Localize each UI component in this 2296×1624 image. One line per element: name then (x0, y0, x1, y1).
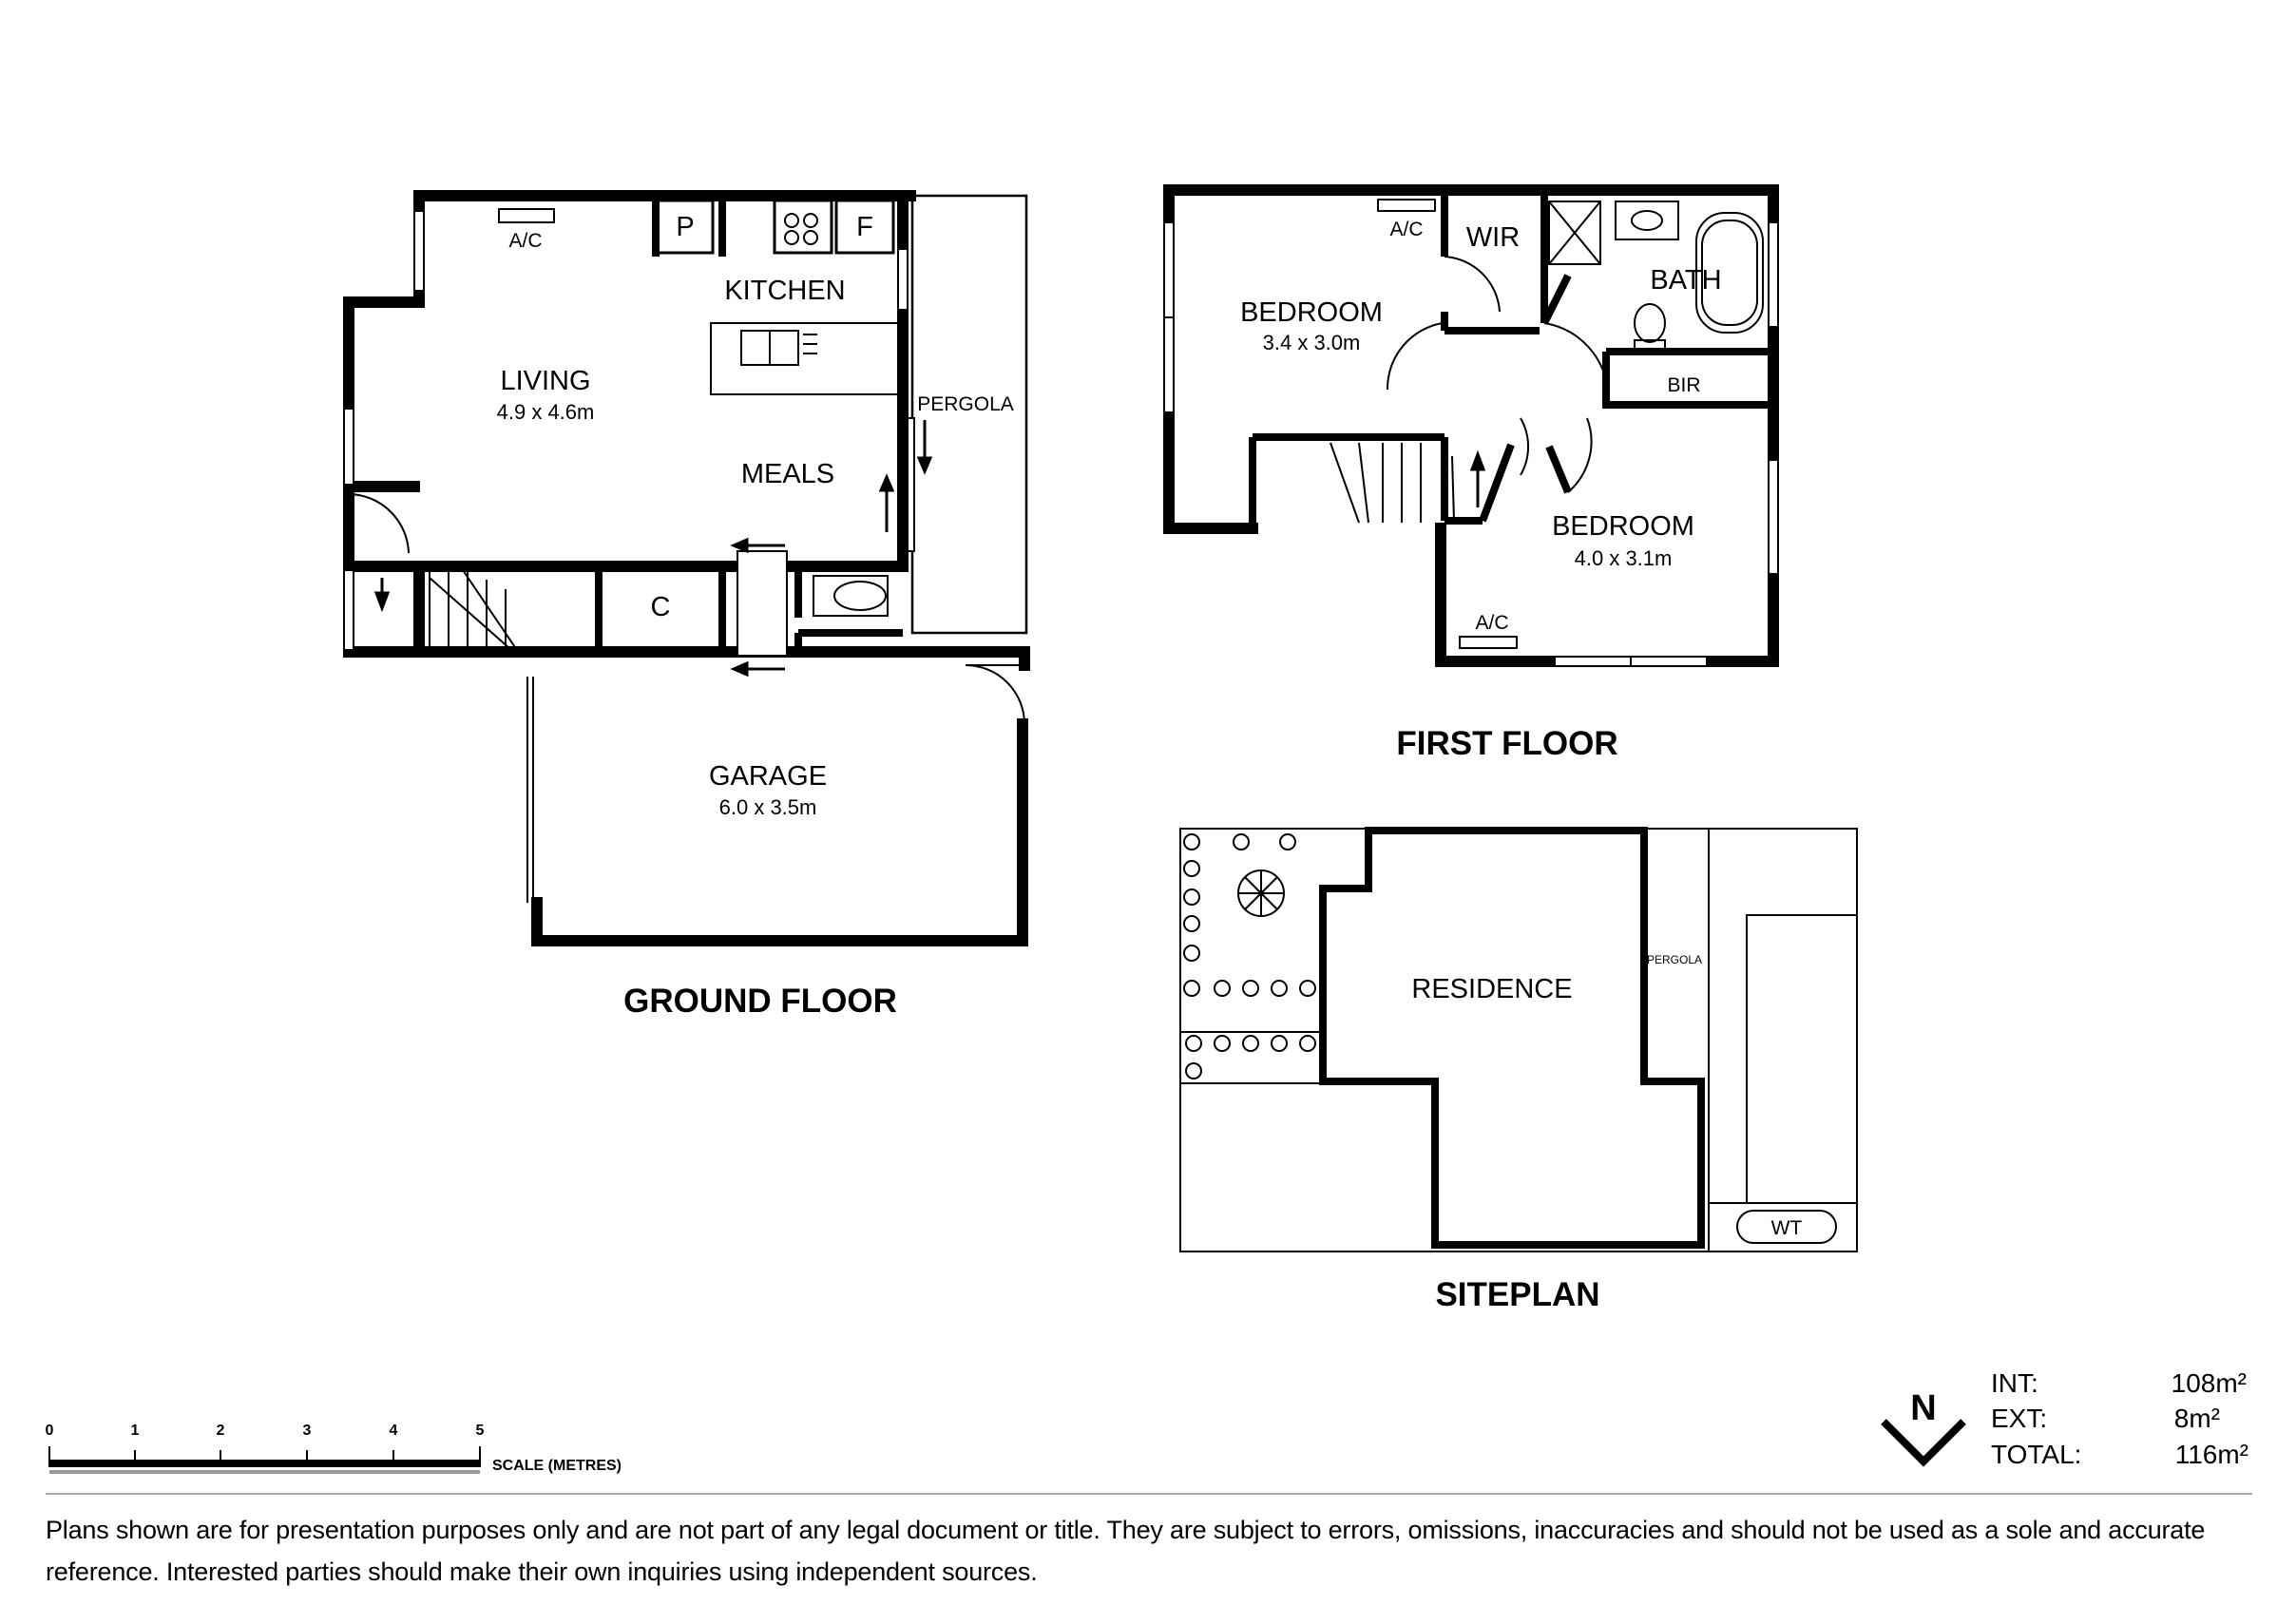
cupboard-label: C (651, 592, 671, 622)
siteplan-pergola-label: PERGOLA (1647, 953, 1702, 966)
bir-label: BIR (1667, 374, 1700, 396)
area-int-label: INT: (1991, 1368, 2038, 1398)
bedroom1-size: 3.4 x 3.0m (1263, 331, 1361, 354)
bedroom2-size: 4.0 x 3.1m (1575, 546, 1673, 570)
area-total-value: 116m² (2175, 1440, 2248, 1469)
wir-label: WIR (1466, 222, 1520, 253)
bath-label: BATH (1650, 265, 1721, 296)
first-floor-plan (1163, 184, 1779, 667)
kitchen-label: KITCHEN (724, 276, 845, 306)
garage-size: 6.0 x 3.5m (719, 795, 817, 819)
pergola-label: PERGOLA (917, 393, 1014, 415)
area-ext-value: 8m² (2174, 1404, 2220, 1433)
siteplan-drawing (1179, 827, 1858, 1252)
garage-label: GARAGE (709, 761, 827, 792)
ground-floor-title: GROUND FLOOR (623, 983, 897, 1020)
residence-label: RESIDENCE (1411, 974, 1572, 1004)
north-arrow-icon: N (1881, 1388, 1966, 1467)
scale-tick-0: 0 (46, 1423, 54, 1439)
first-floor-title: FIRST FLOOR (1396, 725, 1617, 762)
living-size: 4.9 x 4.6m (497, 400, 595, 424)
scale-label: SCALE (METRES) (492, 1458, 622, 1474)
scale-tick-2: 2 (217, 1423, 225, 1439)
living-label: LIVING (500, 366, 590, 396)
disclaimer-text: Plans shown are for presentation purpose… (46, 1516, 2206, 1586)
bedroom1-label: BEDROOM (1240, 297, 1383, 328)
pantry-label: P (676, 212, 694, 242)
fridge-label: F (856, 212, 873, 242)
living-ac-label: A/C (508, 230, 542, 252)
siteplan-title: SITEPLAN (1435, 1276, 1599, 1313)
scale-tick-3: 3 (303, 1423, 312, 1439)
ground-floor-plan (343, 190, 1030, 946)
area-total-label: TOTAL: (1991, 1440, 2081, 1469)
bedroom2-label: BEDROOM (1552, 511, 1694, 542)
scale-tick-5: 5 (476, 1423, 485, 1439)
area-int-value: 108m² (2172, 1368, 2247, 1398)
scale-bar: 0 1 2 3 4 5 SCALE (METRES) (46, 1423, 622, 1474)
water-tank-label: WT (1771, 1217, 1803, 1239)
meals-label: MEALS (741, 459, 834, 489)
bedroom1-ac-label: A/C (1389, 219, 1423, 240)
bedroom2-ac-label: A/C (1475, 612, 1508, 634)
area-summary: INT: 108m² EXT: 8m² TOTAL: 116m² (1991, 1368, 2248, 1469)
north-label: N (1910, 1388, 1936, 1428)
scale-tick-1: 1 (131, 1423, 140, 1439)
scale-tick-4: 4 (390, 1423, 398, 1439)
area-ext-label: EXT: (1991, 1404, 2047, 1433)
